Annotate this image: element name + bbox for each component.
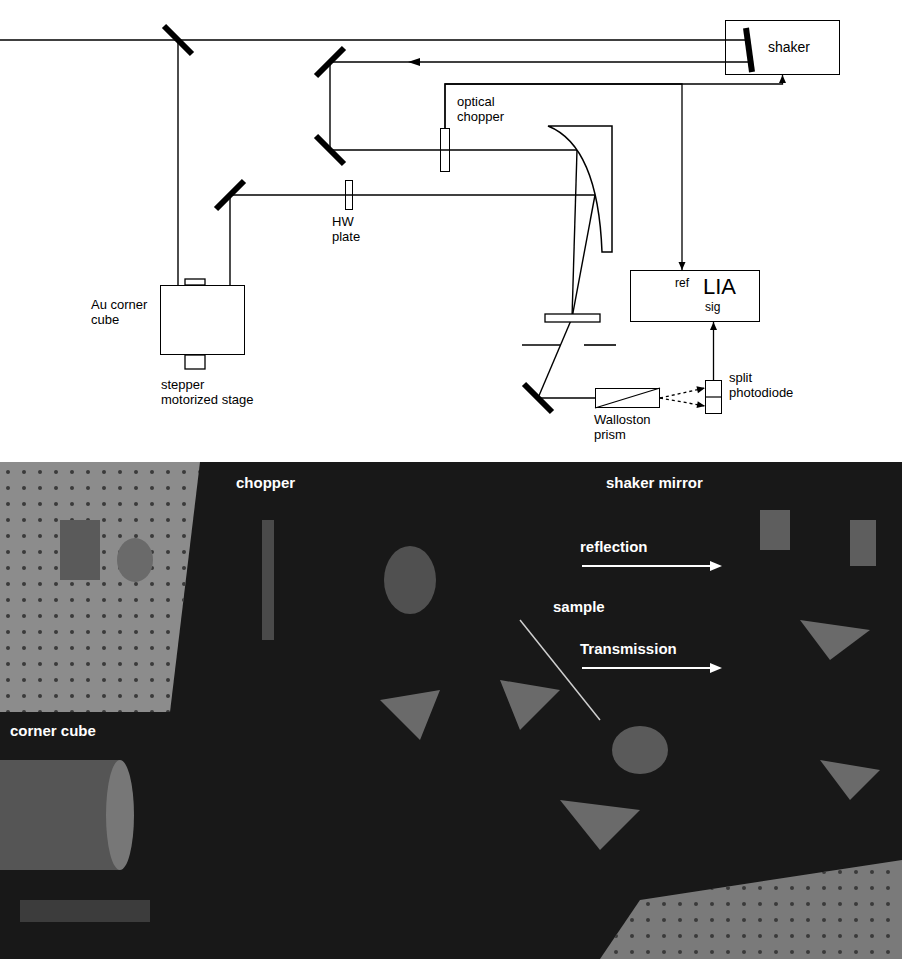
node-label: Walloston prism	[594, 413, 674, 443]
beam	[538, 397, 595, 398]
aperture	[522, 344, 560, 346]
beam	[538, 318, 572, 398]
node-label: split photodiode	[729, 371, 804, 401]
shaker-box: shaker	[725, 20, 840, 75]
breadboard	[600, 860, 902, 959]
beam	[230, 194, 595, 195]
signal-connector	[660, 386, 705, 408]
node-label: Au corner cube	[91, 298, 155, 328]
arrowhead	[710, 322, 717, 330]
mirror	[216, 181, 244, 209]
connector-line	[713, 322, 714, 380]
arrowhead	[679, 262, 686, 270]
node-label: sig	[705, 301, 720, 315]
breadboard	[0, 462, 200, 712]
mirror-mount	[384, 546, 436, 614]
photo-label: corner cube	[10, 722, 96, 739]
photo-label: chopper	[236, 474, 295, 491]
mirror-mount	[117, 538, 153, 582]
connector-line	[445, 84, 682, 270]
post-base	[500, 680, 560, 730]
arrowhead	[779, 75, 786, 83]
lens-mount	[612, 726, 668, 774]
photo-label: shaker mirror	[606, 474, 703, 491]
laser-beams	[0, 40, 748, 398]
arrowhead	[696, 386, 705, 393]
input-beam	[0, 39, 746, 40]
sample-plate	[545, 314, 600, 322]
prism-interface	[595, 388, 660, 408]
aperture	[584, 344, 616, 346]
photo-label: Transmission	[580, 640, 677, 657]
signal-connector	[445, 84, 686, 270]
breadboard-holes	[0, 462, 200, 712]
arrowhead	[710, 561, 722, 571]
parabolic-mirror	[548, 126, 612, 252]
node-label: optical chopper	[457, 95, 527, 125]
lock-in-amplifier: ref LIA sig	[630, 270, 760, 322]
beam	[330, 61, 748, 62]
photo-background	[0, 462, 902, 959]
arrowhead	[710, 663, 722, 673]
half-wave-plate: HW plate	[345, 180, 353, 210]
node-label: HW plate	[332, 215, 372, 245]
photodiode-split	[705, 396, 722, 397]
mirrors	[164, 26, 752, 412]
photo-label: sample	[553, 598, 605, 615]
stage-part	[185, 355, 205, 369]
node-label: LIA	[703, 274, 736, 299]
beamsplitter	[164, 26, 192, 54]
mirror	[316, 136, 344, 164]
transmission-arrow	[582, 667, 712, 669]
beam-arrowhead	[408, 58, 420, 66]
wollaston-prism: Walloston prism	[595, 388, 660, 408]
mirror	[316, 48, 344, 76]
photo-label: reflection	[580, 538, 648, 555]
beam	[572, 195, 595, 318]
chopper-blade: optical chopper	[440, 128, 450, 172]
post-base	[560, 800, 640, 850]
post-base	[380, 690, 440, 740]
mirror	[524, 384, 552, 412]
corner-cube-stage	[0, 760, 120, 870]
mirror-mount	[850, 520, 876, 566]
beam	[177, 40, 178, 285]
signal-connector	[445, 75, 786, 128]
beam	[229, 195, 230, 285]
corner-cube-box: Au corner cubestepper motorized stage	[160, 285, 245, 355]
shaker-mirror	[746, 28, 752, 72]
rail	[20, 900, 150, 922]
arrowhead	[697, 401, 705, 408]
node-label: stepper motorized stage	[161, 378, 256, 408]
node-label: shaker	[768, 39, 810, 55]
post-base	[820, 760, 880, 800]
beam	[330, 149, 577, 150]
beam	[329, 62, 330, 150]
beam-marker	[520, 620, 600, 720]
mirror-mount	[60, 520, 100, 580]
breadboard-holes	[600, 860, 902, 959]
split-photodiode: split photodiode	[705, 380, 722, 414]
connector-line	[445, 75, 783, 128]
node-label: ref	[675, 277, 689, 291]
signal-connector	[710, 322, 717, 380]
reflection-arrow	[582, 565, 712, 567]
shaker-mount	[760, 510, 790, 550]
post-base	[800, 620, 870, 660]
chopper-post	[262, 520, 274, 640]
corner-cube-end	[106, 760, 134, 870]
